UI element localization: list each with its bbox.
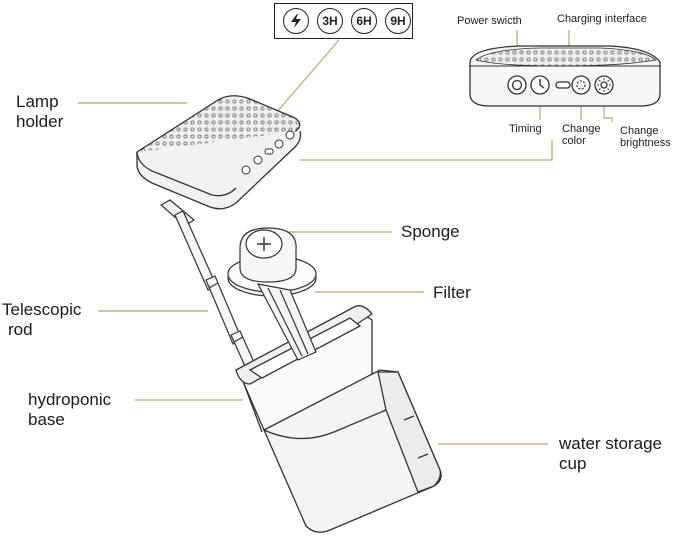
timer-6h-icon: 6H xyxy=(351,8,377,34)
label-hydroponic-line1: hydroponic xyxy=(28,390,112,409)
timer-9h-icon: 9H xyxy=(385,8,411,34)
lightning-bolt-glyph xyxy=(291,14,301,28)
label-water-storage-cup: water storage cup xyxy=(559,434,662,474)
label-lamp-holder: Lamp holder xyxy=(16,92,63,132)
label-telescopic-line2: rod xyxy=(8,320,33,339)
leader-mode-panel xyxy=(269,39,340,121)
label-water-line1: water storage xyxy=(559,434,662,453)
label-change-color: Change color xyxy=(562,123,601,147)
label-power-switch: Power swicth xyxy=(457,15,522,27)
leader-control-panel xyxy=(300,140,553,161)
label-water-line2: cup xyxy=(559,454,587,473)
lamp-holder-drawing xyxy=(136,95,302,210)
label-change-brightness-line1: Change xyxy=(620,125,659,137)
label-lamp-holder-line1: Lamp xyxy=(16,92,59,111)
label-change-brightness: Change brightness xyxy=(620,125,671,149)
label-telescopic-rod: Telescopic rod xyxy=(2,300,81,340)
filter-sponge-drawing xyxy=(227,227,317,361)
label-lamp-holder-line2: holder xyxy=(16,112,64,131)
label-filter: Filter xyxy=(433,283,471,302)
label-hydroponic-base: hydroponic base xyxy=(28,390,111,430)
label-charging-interface: Charging interface xyxy=(557,13,647,25)
control-panel-closeup xyxy=(469,45,661,107)
cup-drawing xyxy=(235,305,442,533)
label-sponge: Sponge xyxy=(401,222,460,241)
label-hydroponic-line2: base xyxy=(28,410,65,429)
lightning-bolt-icon xyxy=(283,8,309,34)
timer-3h-icon: 3H xyxy=(317,8,343,34)
label-timing: Timing xyxy=(509,123,542,135)
label-change-color-line1: Change xyxy=(562,123,601,135)
label-change-color-line2: color xyxy=(562,135,586,147)
label-telescopic-line1: Telescopic xyxy=(2,300,82,319)
label-change-brightness-line2: brightness xyxy=(620,137,671,149)
